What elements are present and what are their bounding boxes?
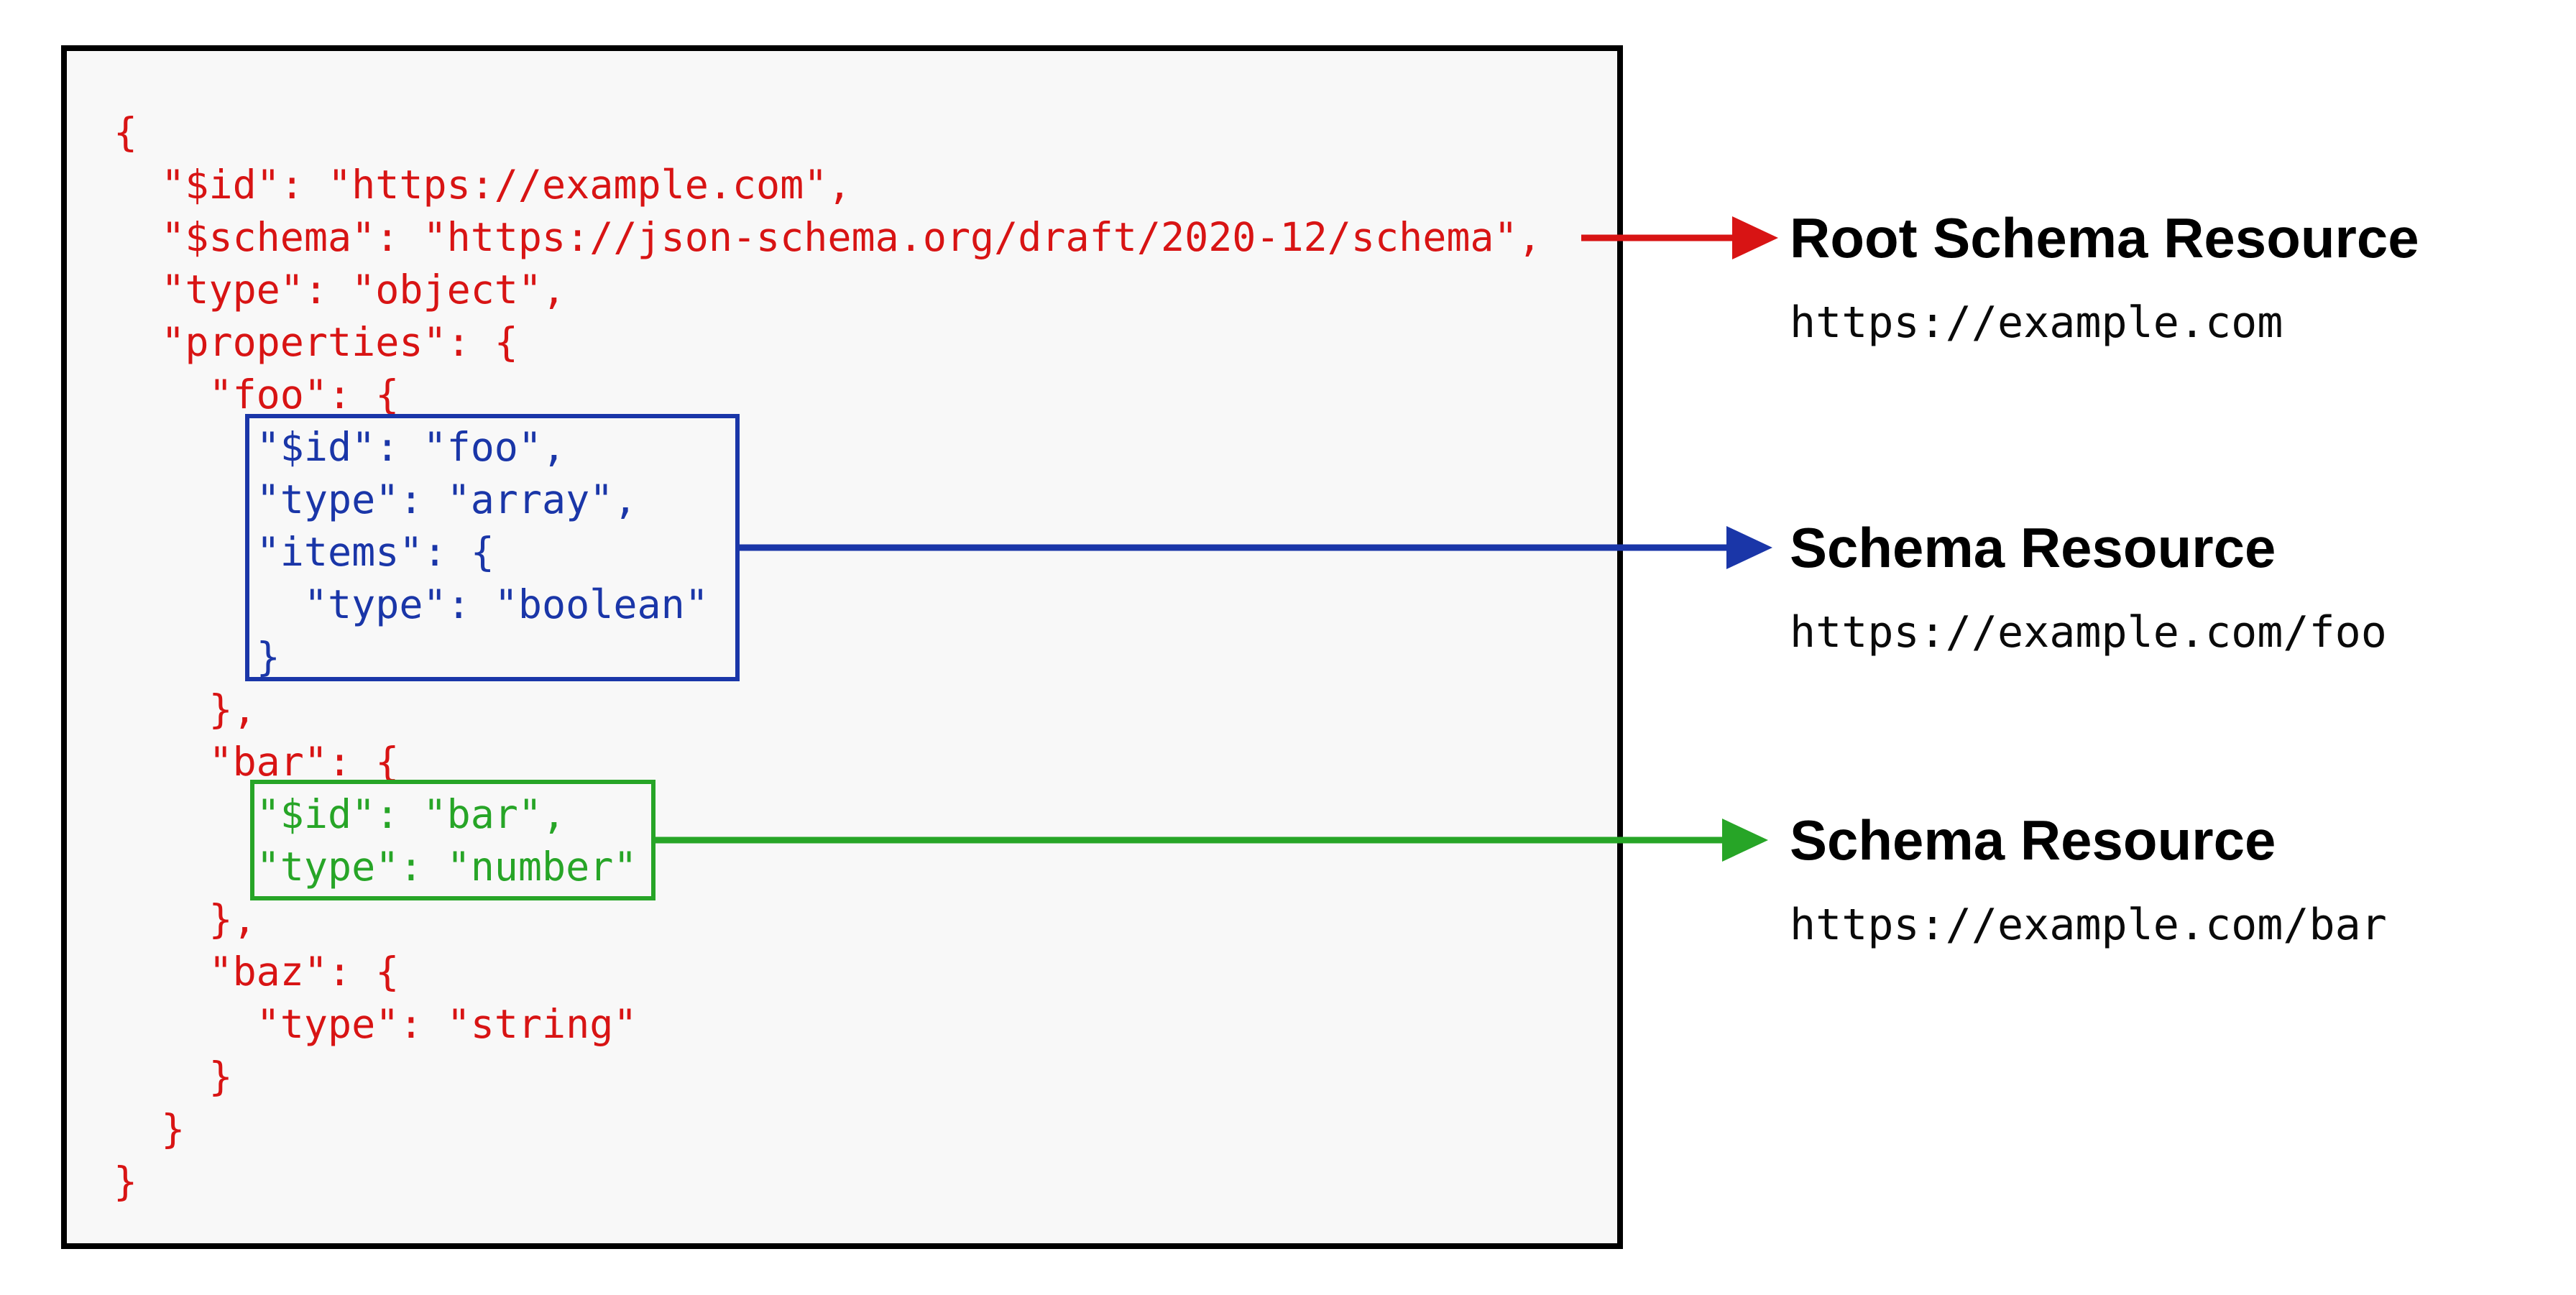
annotation-uri: https://example.com/foo [1790, 607, 2387, 658]
green-arrowhead-icon [1722, 819, 1768, 862]
code-line: }, [114, 896, 257, 942]
code-line: "$id": "foo", [114, 424, 566, 470]
annotation-uri: https://example.com/bar [1790, 900, 2387, 950]
code-line: "$schema": "https://json-schema.org/draf… [114, 214, 1542, 260]
code-line: } [114, 1106, 185, 1152]
annotation-title: Schema Resource [1790, 516, 2276, 579]
annotation-uri: https://example.com [1790, 298, 2283, 348]
code-block: { "$id": "https://example.com", "$schema… [114, 106, 1542, 1208]
schema-code-box [61, 45, 1623, 1249]
code-line: "items": { [114, 529, 494, 575]
code-line: { [114, 109, 138, 155]
annotation-bar-schema-resource: Schema Resource https://example.com/bar [1790, 806, 2544, 951]
annotation-root-schema-resource: Root Schema Resource https://example.com [1790, 204, 2544, 349]
annotation-foo-schema-resource: Schema Resource https://example.com/foo [1790, 514, 2544, 658]
code-line: "type": "object", [114, 267, 566, 313]
code-line: "type": "string" [114, 1001, 638, 1047]
annotation-title: Root Schema Resource [1790, 206, 2419, 269]
code-line: "type": "number" [114, 844, 638, 890]
bar-schema-resource-outline-box [250, 780, 656, 900]
annotation-title: Schema Resource [1790, 808, 2276, 872]
code-line: } [114, 634, 280, 680]
code-line: } [114, 1158, 138, 1204]
red-arrowhead-icon [1732, 216, 1778, 259]
foo-schema-resource-outline-box [245, 414, 740, 681]
code-line: "$id": "bar", [114, 791, 566, 837]
code-line: "baz": { [114, 949, 400, 995]
code-line: "$id": "https://example.com", [114, 162, 852, 208]
code-line: "bar": { [114, 739, 400, 785]
code-line: "type": "array", [114, 476, 638, 522]
blue-arrowhead-icon [1726, 526, 1772, 569]
code-line: "type": "boolean" [114, 581, 709, 627]
code-line: "foo": { [114, 372, 400, 418]
code-line: } [114, 1054, 233, 1100]
code-line: }, [114, 686, 257, 732]
code-line: "properties": { [114, 319, 518, 365]
